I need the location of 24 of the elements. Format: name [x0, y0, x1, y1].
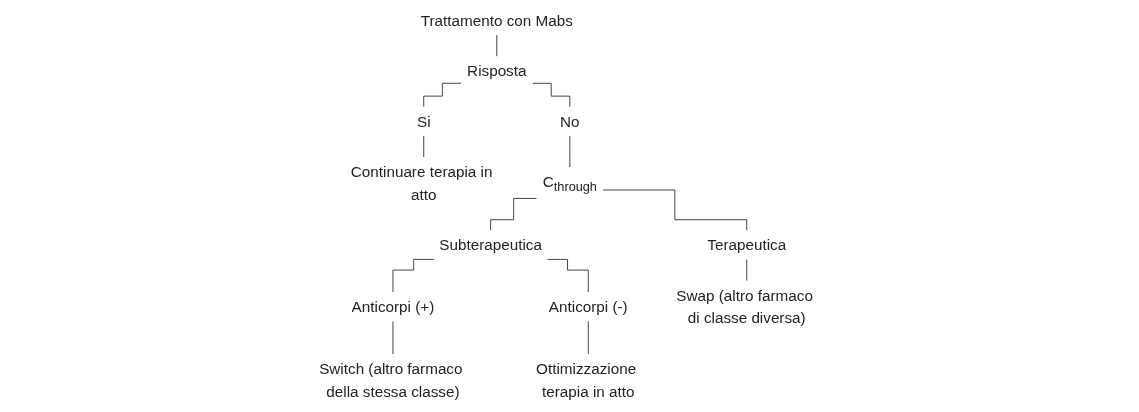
- node-text: Trattamento con Mabs: [420, 12, 573, 29]
- node-text: C$_{through}$: [542, 173, 597, 194]
- node-text: No: [559, 112, 580, 130]
- node-text: Swap (altro farmaco di classe diversa): [675, 286, 813, 327]
- connector: [422, 135, 424, 158]
- node-text: Continuare terapia in atto: [350, 163, 493, 203]
- connector: [745, 258, 747, 282]
- node-text: Terapeutica: [706, 236, 786, 254]
- node-text: Subterapeutica: [438, 236, 542, 254]
- connector: [546, 258, 589, 293]
- connector: [587, 320, 589, 355]
- connector: [531, 82, 570, 108]
- connector: [489, 198, 537, 231]
- node-text: Ottimizzazione terapia in atto: [535, 360, 636, 400]
- connector: [602, 189, 747, 231]
- connector: [569, 135, 570, 168]
- node-text: Anticorpi (-): [548, 298, 628, 316]
- connector: [496, 34, 497, 57]
- connector: [422, 82, 462, 108]
- node-text: Anticorpi (+): [351, 298, 434, 316]
- connector: [392, 258, 435, 293]
- node-text: Si: [416, 112, 431, 130]
- node-text: Risposta: [466, 62, 527, 80]
- node-text: Switch (altro farmaco della stessa classe): [318, 360, 463, 400]
